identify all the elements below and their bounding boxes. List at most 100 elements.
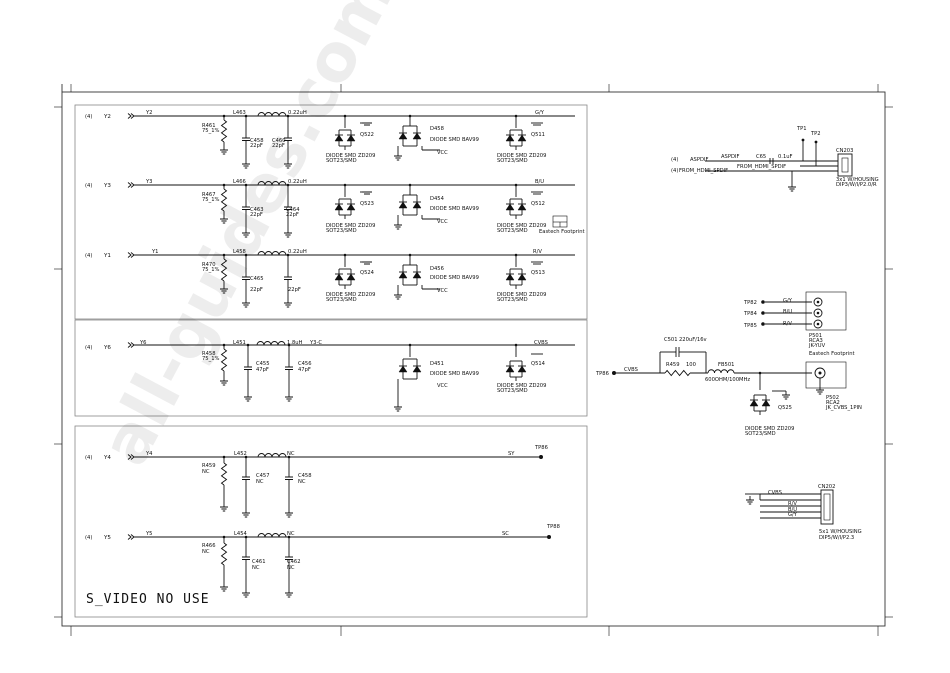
output-net: CVBS [534, 340, 548, 346]
zener-b-package: SOT23/SMD [497, 228, 528, 234]
zener-b-package: SOT23/SMD [497, 158, 528, 164]
resistor-ref: R459 [202, 463, 216, 469]
ground-symbol [394, 294, 402, 300]
zener-b-ref: Q514 [531, 361, 546, 367]
diode-symbol [517, 203, 527, 211]
vcc-label: VCC [437, 383, 448, 389]
ground-symbol [220, 288, 228, 294]
cn202-body [820, 489, 834, 525]
r459-value: 100 [686, 362, 696, 368]
ground-symbol [242, 512, 250, 518]
diode-symbol [346, 134, 356, 142]
diode-symbol [517, 134, 527, 142]
vcc-label: VCC [437, 150, 448, 156]
part-ref: P501 [809, 333, 822, 339]
hdmi-spdif-net: FROM_HDMI_SPDIF [679, 168, 728, 174]
cvbs-net: CVBS [624, 367, 638, 373]
svideo-group-box [74, 425, 588, 618]
cn203-body [837, 153, 853, 177]
diode-symbol [398, 201, 408, 209]
q525-package: SOT23/SMD [745, 431, 776, 437]
ref-tag: (4) [85, 535, 92, 541]
capacitor-symbol [242, 556, 250, 560]
diode-symbol [334, 273, 344, 281]
rca-jack [813, 319, 823, 329]
cap1-ref: C458 [250, 138, 264, 144]
offpage-connector [127, 113, 135, 119]
cap1-value: NC [256, 479, 264, 485]
diode-symbol [412, 365, 422, 373]
test-point: TP86 [534, 445, 548, 451]
net-label: Y3 [103, 183, 111, 189]
cap1-ref: C455 [256, 361, 270, 367]
ground-symbol [746, 499, 754, 505]
inductor-ref: L451 [233, 340, 246, 346]
ground-symbol [242, 232, 250, 238]
eastech-footprint: Eastech Footprint [539, 215, 585, 235]
cap1-ref: C461 [252, 559, 266, 565]
net-label-wire: Y1 [151, 249, 158, 255]
resistor-symbol [220, 462, 228, 486]
ground-symbol [285, 592, 293, 598]
test-point: TP88 [546, 524, 560, 530]
zener-b-label: DIODE SMD ZD209 [497, 383, 546, 389]
ref-tag-2: (4) [671, 168, 678, 174]
cn202-section: CN202 CVBS R/V B/U G/Y 5x1 W/HOUSING DIP… [768, 484, 862, 541]
diode-symbol [505, 134, 515, 142]
inductor-symbol [257, 251, 287, 256]
tp-dot [761, 322, 765, 326]
sheet-frame [54, 84, 893, 636]
zener-b-label: DIODE SMD ZD209 [497, 223, 546, 229]
inductor-ref: L452 [234, 451, 247, 457]
output-net: G/Y [535, 110, 545, 116]
ground-symbol [220, 586, 228, 592]
zener-a-ref: Q523 [360, 201, 374, 207]
inductor-ref: L463 [233, 110, 246, 116]
c501-symbol [675, 347, 680, 357]
cap1-value: 22pF [250, 143, 263, 149]
rca-jack [813, 308, 823, 318]
tp82: TP82 [743, 300, 757, 306]
spdif-section: (4) ASPDIF ASPDIF (4) FROM_HDMI_SPDIF FR… [671, 126, 879, 188]
capacitor-symbol [244, 366, 252, 370]
zener-a-label: DIODE SMD ZD209 [326, 223, 375, 229]
zener-b-ref: Q513 [531, 270, 545, 276]
cap-value: 0.1uF [778, 154, 793, 160]
ground-symbol [220, 506, 228, 512]
p502-name: JK_CVBS_1PIN [825, 405, 862, 411]
cvbs-out-section: TP86 CVBS C501 220uF/16v R459 100 FB501 … [595, 337, 862, 437]
cn202-inner [823, 493, 831, 521]
ground-symbol [394, 406, 402, 412]
net-gy: G/Y [783, 298, 793, 304]
resistor-value: NC [202, 469, 210, 475]
test-point-dot [539, 455, 543, 459]
capacitor-symbol [285, 366, 293, 370]
hdmi-spdif-wire-net: FROM_HDMI_SPDIF [737, 164, 786, 170]
ground-symbol [394, 155, 402, 161]
fb501-ref: FB501 [718, 362, 734, 368]
diode-symbol [398, 271, 408, 279]
diode-symbol [334, 203, 344, 211]
ref-tag: (4) [85, 253, 92, 259]
cn202-net-1: CVBS [768, 490, 782, 496]
inductor-symbol [707, 369, 735, 374]
channel-y2: (4) Y2 Y2 R461 75_1% L463 0.22uH C458 22… [85, 110, 546, 164]
cap2-ref: C462 [287, 559, 301, 565]
ground-symbol [244, 396, 252, 402]
zener-b-ref: Q512 [531, 201, 545, 207]
net-label-wire: Y4 [145, 451, 153, 457]
part-name: JK-YUV [808, 343, 826, 349]
tp-dot [761, 311, 765, 315]
tp84: TP84 [743, 311, 758, 317]
diode-symbol [517, 365, 527, 373]
yuv-channels: (4) Y2 Y2 R461 75_1% L463 0.22uH C458 22… [85, 110, 546, 303]
ground-symbol [782, 394, 790, 400]
diode-symbol [412, 132, 422, 140]
inductor-symbol [257, 453, 287, 458]
zener-b-ref: Q511 [531, 132, 545, 138]
tp2: TP2 [810, 131, 821, 137]
channel-y5: (4) Y5 Y5 R466 NC L454 NC C461 NC C462 N… [85, 524, 560, 571]
channel-y1: (4) Y1 Y1 R470 75_1% L458 0.22uH C465 22… [85, 249, 546, 303]
conn-ref: CN203 [836, 148, 853, 154]
